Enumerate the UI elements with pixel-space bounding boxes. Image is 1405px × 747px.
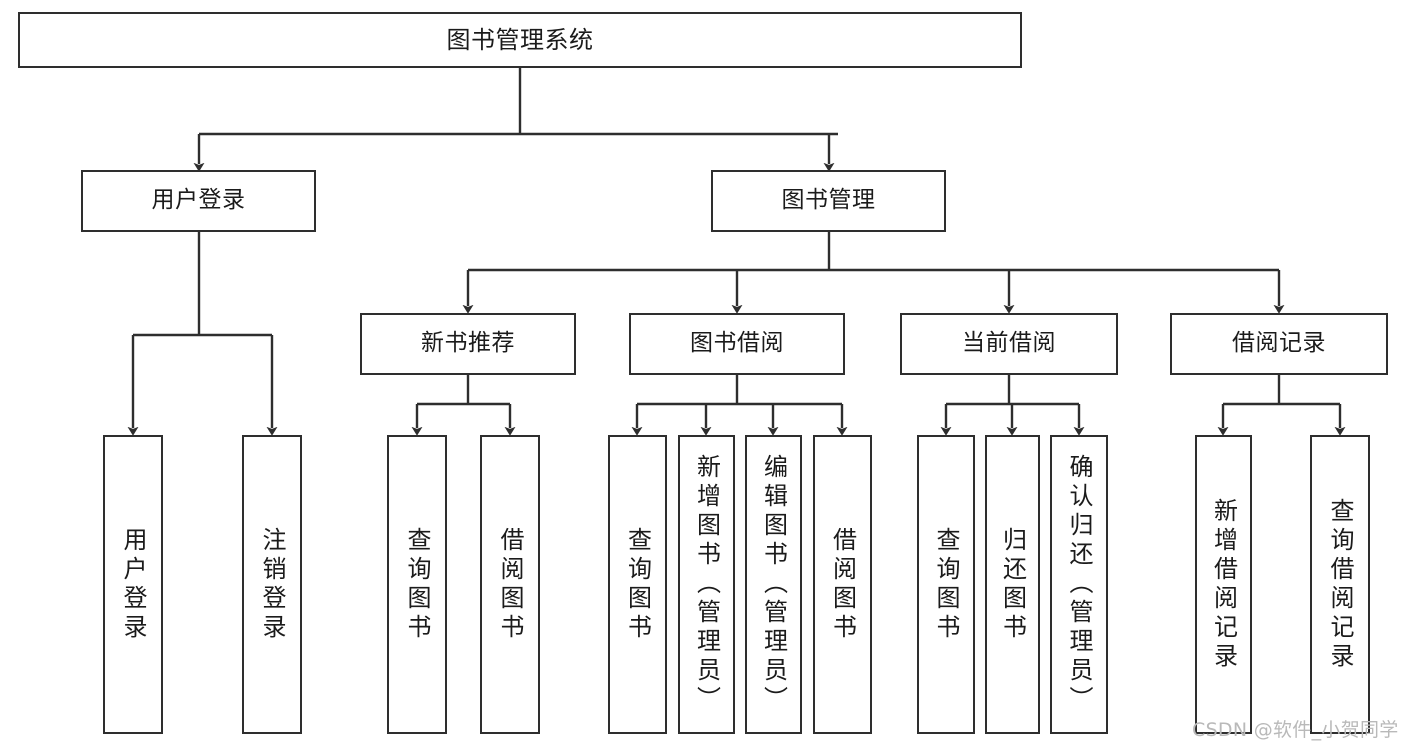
node-borrowing-record[interactable]: 借阅记录	[1170, 313, 1388, 375]
node-book-management[interactable]: 图书管理	[711, 170, 946, 232]
node-label: 图书借阅	[690, 330, 784, 357]
node-leaf-query-borrow-record[interactable]: 查询借阅记录	[1310, 435, 1370, 734]
node-leaf-query-book-current[interactable]: 查询图书	[917, 435, 975, 734]
node-label: 图书管理系统	[446, 25, 594, 54]
node-current-borrowing[interactable]: 当前借阅	[900, 313, 1118, 375]
node-label: 新书推荐	[421, 330, 515, 357]
node-label: 用户登录	[119, 526, 147, 643]
node-user-login[interactable]: 用户登录	[81, 170, 316, 232]
node-label: 借阅图书	[828, 526, 857, 643]
node-leaf-add-book-admin[interactable]: 新增图书（管理员）	[678, 435, 735, 734]
node-leaf-query-book-borrow[interactable]: 查询图书	[608, 435, 667, 734]
node-label: 用户登录	[151, 187, 246, 214]
node-label: 查询图书	[932, 526, 960, 643]
node-leaf-confirm-return-admin[interactable]: 确认归还（管理员）	[1050, 435, 1108, 734]
node-label: 编辑图书（管理员）	[759, 454, 788, 715]
node-root-book-management-system[interactable]: 图书管理系统	[18, 12, 1022, 68]
node-leaf-user-login[interactable]: 用户登录	[103, 435, 163, 734]
node-new-book-recommendation[interactable]: 新书推荐	[360, 313, 576, 375]
node-leaf-edit-book-admin[interactable]: 编辑图书（管理员）	[745, 435, 802, 734]
node-leaf-borrow-book-recommend[interactable]: 借阅图书	[480, 435, 540, 734]
node-label: 新增借阅记录	[1209, 497, 1238, 672]
node-label: 当前借阅	[962, 330, 1056, 357]
node-label: 新增图书（管理员）	[692, 454, 721, 715]
node-book-borrowing[interactable]: 图书借阅	[629, 313, 845, 375]
node-leaf-return-book[interactable]: 归还图书	[985, 435, 1040, 734]
node-leaf-query-book-recommend[interactable]: 查询图书	[387, 435, 447, 734]
node-leaf-add-borrow-record[interactable]: 新增借阅记录	[1195, 435, 1252, 734]
node-label: 查询借阅记录	[1326, 497, 1354, 672]
node-label: 注销登录	[258, 526, 286, 643]
node-label: 确认归还（管理员）	[1065, 454, 1093, 715]
node-label: 图书管理	[781, 187, 876, 214]
node-label: 查询图书	[623, 526, 652, 643]
node-label: 借阅图书	[496, 526, 524, 643]
csdn-watermark: CSDN @软件_小贺同学	[1192, 719, 1399, 741]
node-leaf-logout[interactable]: 注销登录	[242, 435, 302, 734]
node-leaf-borrow-book[interactable]: 借阅图书	[813, 435, 872, 734]
node-label: 借阅记录	[1232, 330, 1326, 357]
node-label: 查询图书	[403, 526, 431, 643]
node-label: 归还图书	[998, 526, 1027, 643]
